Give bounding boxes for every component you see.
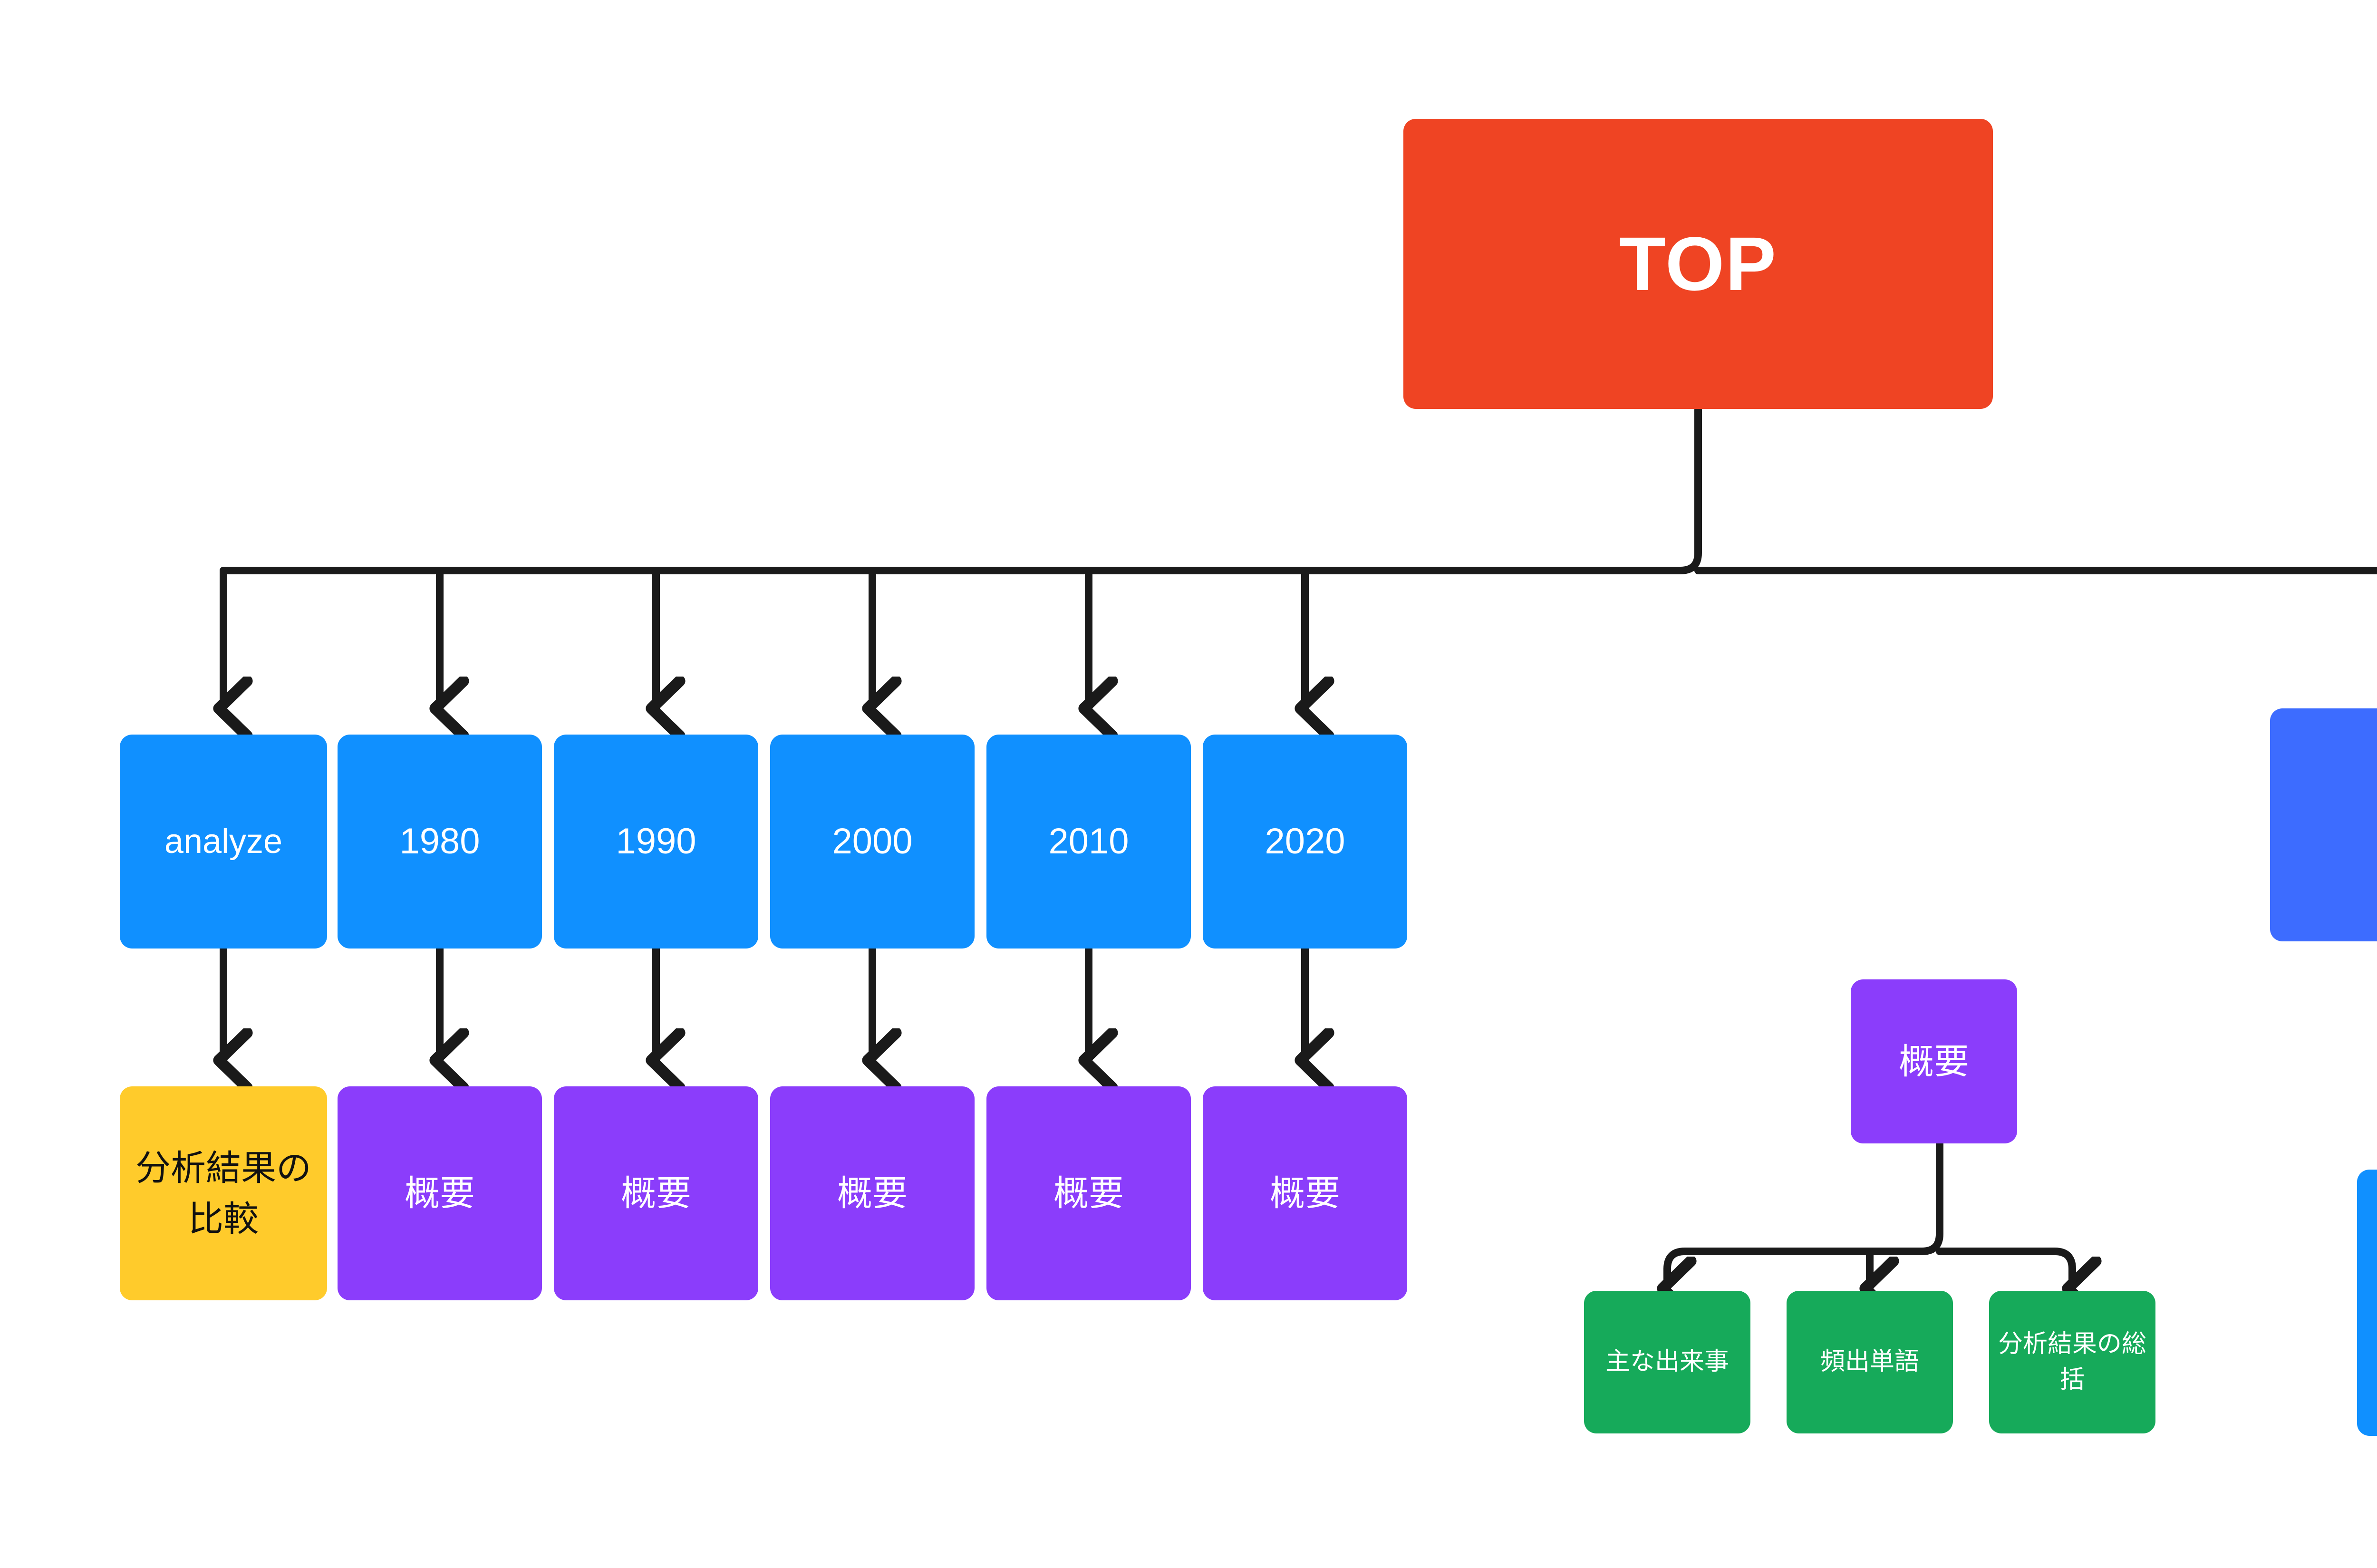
node-about-this-site[interactable]: このサイトについて <box>2357 1170 2377 1436</box>
node-analyze[interactable]: analyze <box>120 735 327 949</box>
node-main-events-label: 主な出来事 <box>1605 1348 1729 1376</box>
node-overview-1980-label: 概要 <box>405 1173 475 1213</box>
node-1990[interactable]: 1990 <box>554 735 758 949</box>
node-1990-label: 1990 <box>616 821 696 861</box>
node-2000-label: 2000 <box>832 821 913 861</box>
node-overview-2020[interactable]: 概要 <box>1203 1086 1407 1300</box>
node-overview-1990-label: 概要 <box>621 1173 691 1213</box>
wire-detail-to-events <box>1667 1248 1894 1288</box>
node-top-label: TOP <box>1619 221 1777 306</box>
node-2020-label: 2020 <box>1265 821 1345 861</box>
node-overview-2020-label: 概要 <box>1270 1173 1340 1213</box>
node-2000[interactable]: 2000 <box>770 735 975 949</box>
node-overview-2000[interactable]: 概要 <box>770 1086 975 1300</box>
node-overview-1990[interactable]: 概要 <box>554 1086 758 1300</box>
node-overview-detail[interactable]: 概要 <box>1851 979 2017 1143</box>
node-overview-1980[interactable]: 概要 <box>338 1086 542 1300</box>
node-overview-detail-label: 概要 <box>1899 1041 1969 1081</box>
node-2020[interactable]: 2020 <box>1203 735 1407 949</box>
node-analysis-summary-label: 分析結果の総括 <box>1998 1330 2146 1394</box>
node-top[interactable]: TOP <box>1403 119 1993 409</box>
node-overview-2010[interactable]: 概要 <box>986 1086 1191 1300</box>
wire-to-about <box>1694 567 2377 574</box>
node-about[interactable]: ABOUT <box>2270 708 2377 941</box>
node-2010-label: 2010 <box>1048 821 1129 861</box>
node-frequent-words-label: 頻出単語 <box>1820 1348 1919 1376</box>
node-frequent-words[interactable]: 頻出単語 <box>1787 1291 1953 1433</box>
wire-detail-stem-left <box>1886 1140 1943 1255</box>
wire-top-stem <box>1651 406 1702 574</box>
node-overview-2000-label: 概要 <box>837 1173 908 1213</box>
node-overview-2010-label: 概要 <box>1053 1173 1124 1213</box>
node-2010[interactable]: 2010 <box>986 735 1191 949</box>
node-analysis-summary[interactable]: 分析結果の総括 <box>1989 1291 2155 1433</box>
wire-detail-to-summary <box>1936 1248 2072 1288</box>
node-main-events[interactable]: 主な出来事 <box>1584 1291 1750 1433</box>
node-1980-label: 1980 <box>399 821 480 861</box>
node-analysis-comparison-label: 分析結果の比較 <box>135 1148 311 1239</box>
node-analyze-label: analyze <box>164 822 283 861</box>
node-1980[interactable]: 1980 <box>338 735 542 949</box>
node-analysis-comparison[interactable]: 分析結果の比較 <box>120 1086 327 1300</box>
